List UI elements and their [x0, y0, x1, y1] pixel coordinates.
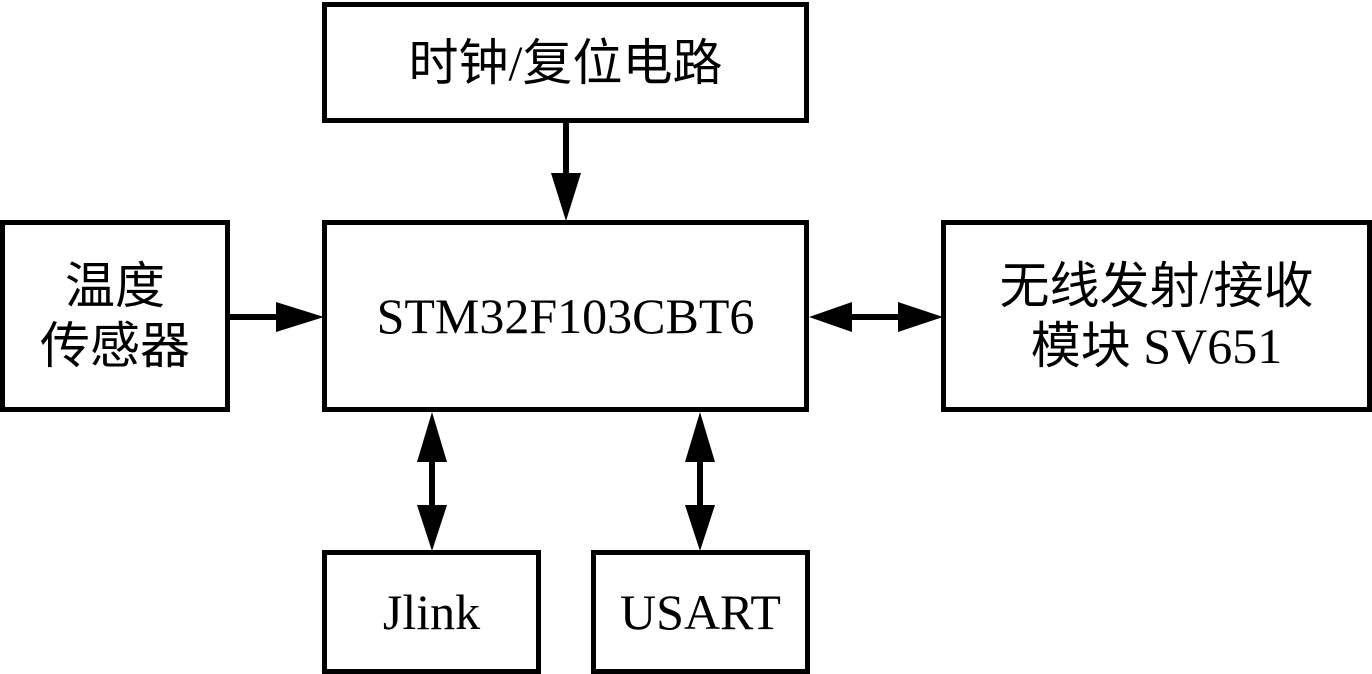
jlink-block: Jlink: [322, 550, 541, 674]
wireless-module-label: 无线发射/接收 模块 SV651: [999, 258, 1314, 374]
temperature-sensor-block: 温度 传感器: [0, 220, 230, 412]
arrow-mcu-jlink-bidirectional: [417, 412, 447, 551]
arrow-sensor-to-mcu: [230, 302, 324, 332]
arrow-mcu-wireless-bidirectional: [809, 302, 943, 332]
mcu-label: STM32F103CBT6: [376, 288, 755, 344]
mcu-block: STM32F103CBT6: [322, 220, 809, 412]
clock-reset-circuit-label: 时钟/复位电路: [408, 34, 723, 91]
temperature-sensor-label: 温度 传感器: [40, 258, 190, 374]
arrow-mcu-usart-bidirectional: [685, 412, 715, 551]
usart-block: USART: [591, 550, 810, 674]
clock-reset-circuit-block: 时钟/复位电路: [322, 2, 809, 123]
wireless-module-block: 无线发射/接收 模块 SV651: [941, 220, 1372, 412]
arrow-clock-to-mcu: [551, 123, 581, 221]
usart-label: USART: [620, 584, 781, 640]
jlink-label: Jlink: [382, 584, 481, 640]
